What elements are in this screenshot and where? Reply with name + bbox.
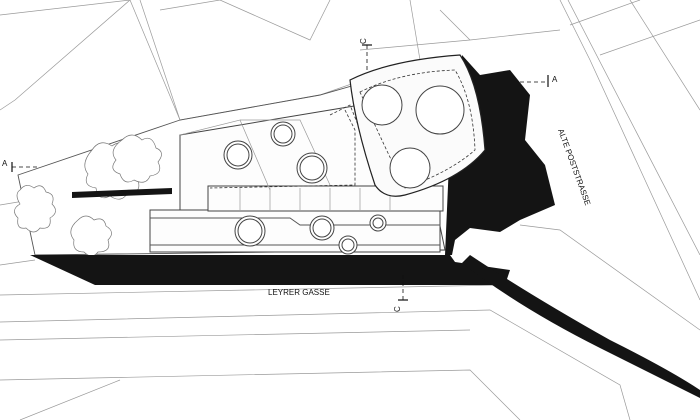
trees bbox=[14, 134, 162, 257]
blob-roof bbox=[349, 54, 486, 197]
section-marker-c-bottom: C bbox=[393, 275, 408, 312]
section-marker-a-left: A bbox=[2, 159, 40, 172]
skylights bbox=[223, 121, 387, 255]
section-label-a-left: A bbox=[2, 159, 8, 168]
section-label-a-right: A bbox=[552, 75, 558, 84]
section-marker-a-right: A bbox=[520, 75, 558, 87]
section-marker-c-top: C bbox=[359, 38, 372, 70]
street-label-leyrer-gasse: LEYRER GASSE bbox=[268, 288, 330, 297]
section-label-c-top: C bbox=[359, 38, 368, 44]
street-label-alte-poststrasse: ALTE POSTSTRASSE bbox=[556, 128, 592, 207]
section-label-c-bottom: C bbox=[393, 306, 402, 312]
